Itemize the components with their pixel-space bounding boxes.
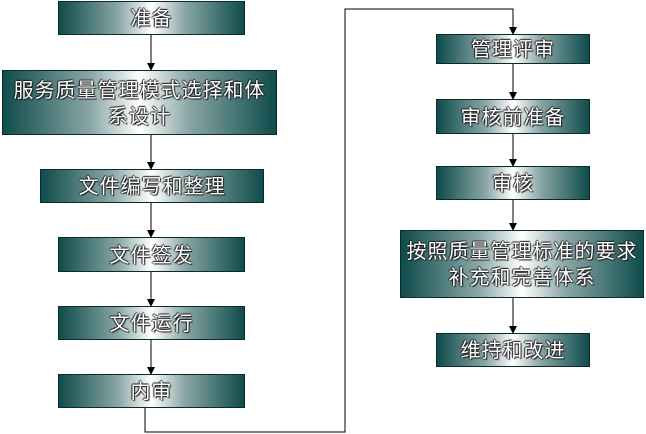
step-document-run: 文件运行 (58, 306, 245, 340)
step-label: 审核前准备 (460, 104, 566, 129)
step-label: 管理评审 (471, 37, 555, 61)
step-label: 准备 (130, 6, 173, 30)
step-label: 审核 (492, 171, 534, 195)
step-label: 维持和改进 (460, 338, 566, 362)
arrow-6-7 (144, 8, 517, 433)
step-audit: 审核 (436, 166, 590, 200)
step-prepare: 准备 (58, 1, 245, 35)
step-pre-audit-prep: 审核前准备 (436, 99, 590, 134)
step-maintain-improve: 维持和改进 (436, 333, 590, 367)
step-internal-audit: 内审 (58, 374, 245, 408)
step-supplement-improve-system: 按照质量管理标准的要求补充和完善体系 (400, 230, 644, 298)
step-document-issue: 文件签发 (58, 237, 245, 272)
step-label: 服务质量管理模式选择和体系设计 (13, 77, 266, 128)
step-mode-selection-design: 服务质量管理模式选择和体系设计 (2, 70, 277, 135)
step-label: 内审 (130, 379, 173, 403)
step-label: 文件签发 (109, 242, 194, 267)
step-management-review: 管理评审 (436, 34, 590, 64)
step-label: 文件运行 (109, 311, 194, 335)
step-document-writing: 文件编写和整理 (40, 169, 264, 203)
step-label: 按照质量管理标准的要求补充和完善体系 (406, 239, 638, 289)
step-label: 文件编写和整理 (78, 174, 226, 198)
